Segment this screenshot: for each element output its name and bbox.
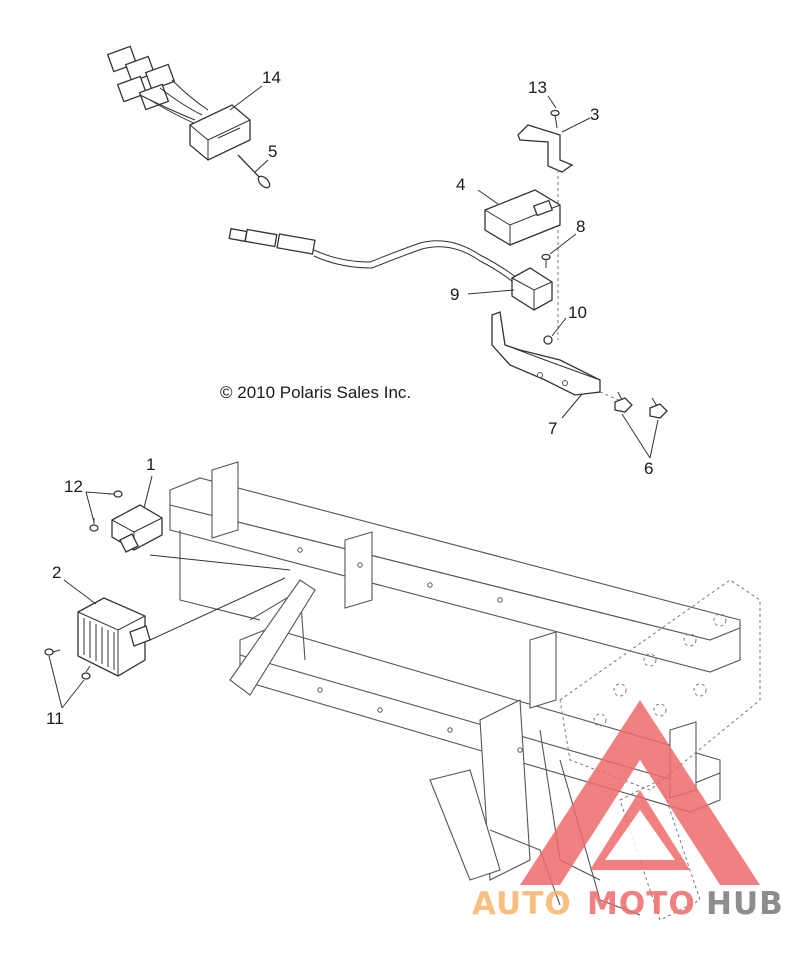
logo-text-hub: HUB [706,886,784,922]
logo-triangle-icon [520,700,760,885]
part-8-screw [541,253,551,268]
copyright-notice: © 2010 Polaris Sales Inc. [220,383,411,402]
part-4-relay [484,189,561,246]
part-11-screws [44,648,91,680]
part-1-module [111,504,291,571]
callout-13: 13 [528,78,547,97]
callout-7: 7 [548,419,557,438]
leader-lines [48,85,659,709]
part-3-bracket [517,124,574,340]
watermark-logo: AUTO MOTO HUB [472,700,784,922]
part-6-bolts [614,391,668,419]
callout-3: 3 [590,105,599,124]
callout-labels: 14 5 13 3 4 8 9 10 © 2010 Polaris Sales … [46,68,653,728]
part-5-pin [237,154,271,189]
part-14-module [106,45,251,161]
part-7-bracket [491,311,631,406]
callout-8: 8 [576,217,585,236]
callout-1: 1 [146,455,155,474]
callout-4: 4 [456,175,465,194]
callout-12: 12 [64,477,83,496]
callout-2: 2 [52,563,61,582]
callout-10: 10 [568,303,587,322]
part-9-sensor [228,227,553,311]
callout-6: 6 [644,459,653,478]
part-2-regulator [77,577,286,677]
callout-9: 9 [450,285,459,304]
part-13-screw [550,109,560,129]
logo-text-auto: AUTO [472,886,572,922]
logo-text-moto: MOTO [587,886,696,922]
callout-11: 11 [46,709,64,728]
callout-14: 14 [262,68,281,87]
part-10-nut [543,335,553,345]
callout-5: 5 [268,142,277,161]
